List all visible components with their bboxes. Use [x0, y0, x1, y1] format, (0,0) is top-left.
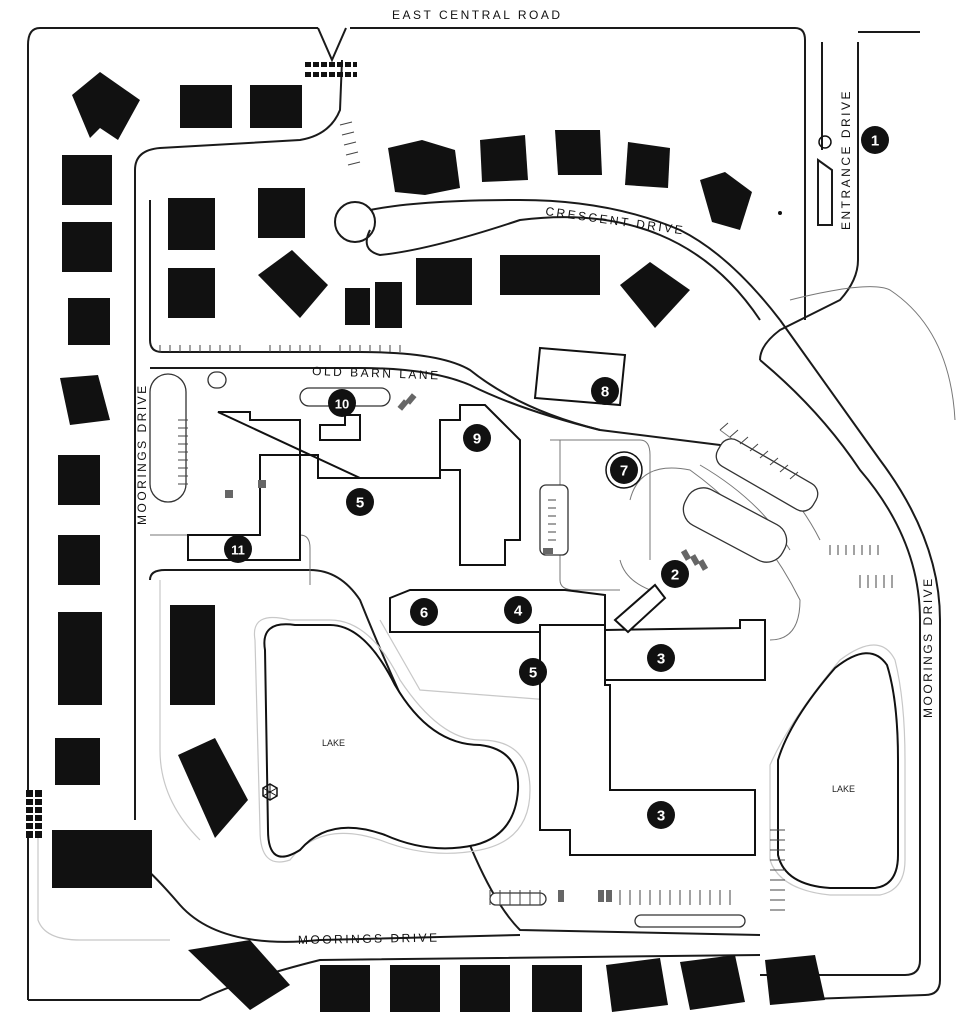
residence	[60, 375, 110, 425]
site-dot	[778, 211, 782, 215]
lakes: LAKE LAKE	[263, 623, 899, 889]
svg-text:5: 5	[356, 495, 364, 512]
marker-3-south[interactable]: 3	[647, 801, 675, 829]
marker-11[interactable]: 11	[224, 535, 252, 563]
numbered-markers: 1 2 3 3 4 5 5 6 7 8 9 10 11	[224, 126, 889, 829]
svg-text:3: 3	[657, 651, 665, 668]
residence	[480, 135, 528, 182]
svg-text:5: 5	[529, 665, 537, 682]
residence	[52, 830, 152, 888]
moorings-drive-east-label: MOORINGS DRIVE	[921, 576, 935, 718]
residential-buildings	[52, 72, 825, 1012]
residence	[416, 258, 472, 305]
residence	[320, 965, 370, 1012]
svg-text:4: 4	[514, 603, 523, 620]
residence	[460, 965, 510, 1012]
svg-text:7: 7	[620, 463, 628, 480]
residence	[765, 955, 825, 1005]
marker-10[interactable]: 10	[328, 389, 356, 417]
entrance-drive-label: ENTRANCE DRIVE	[839, 89, 853, 230]
marker-3-north[interactable]: 3	[647, 644, 675, 672]
residence	[168, 268, 215, 318]
moorings-drive-west-inner	[134, 59, 343, 171]
entrance-drive	[759, 42, 859, 361]
residence	[178, 738, 248, 838]
main-building-north	[217, 404, 521, 566]
lake-west	[263, 623, 520, 858]
svg-text:10: 10	[335, 397, 349, 412]
lake-west-label: LAKE	[322, 738, 345, 748]
moorings-drive-west-label: MOORINGS DRIVE	[135, 383, 149, 525]
residence	[390, 965, 440, 1012]
residence	[68, 298, 110, 345]
marker-7[interactable]: 7	[605, 451, 643, 489]
old-barn-lane-label: OLD BARN LANE	[312, 364, 441, 382]
marker-2[interactable]: 2	[661, 560, 689, 588]
gazebo-icon	[262, 783, 278, 801]
residence	[180, 85, 232, 128]
residence	[680, 955, 745, 1010]
residence	[258, 188, 305, 238]
svg-text:8: 8	[601, 384, 609, 401]
crescent-drive	[365, 216, 761, 321]
marker-5-south[interactable]: 5	[519, 658, 547, 686]
crescent-circle	[334, 201, 376, 243]
residence	[700, 172, 752, 230]
lake-east	[777, 652, 899, 889]
main-campus-buildings	[187, 346, 766, 856]
moorings-drive-west-outer	[27, 27, 41, 1000]
building-10	[319, 414, 361, 441]
svg-text:3: 3	[657, 808, 665, 825]
marker-5-north[interactable]: 5	[346, 488, 374, 516]
building-11	[187, 454, 301, 561]
residence	[620, 262, 690, 328]
residence	[188, 940, 290, 1010]
road-labels: EAST CENTRAL ROAD ENTRANCE DRIVE CRESCEN…	[135, 8, 935, 947]
east-central-road	[40, 27, 806, 320]
residence	[72, 72, 140, 140]
svg-text:2: 2	[671, 567, 679, 584]
svg-text:1: 1	[871, 133, 879, 150]
residence	[168, 198, 215, 250]
residence	[345, 288, 370, 325]
residence	[62, 155, 112, 205]
residence	[388, 140, 460, 195]
moorings-drive-south-label: MOORINGS DRIVE	[298, 931, 440, 947]
residence	[375, 282, 402, 328]
marker-6[interactable]: 6	[410, 598, 438, 626]
entry-canopy	[613, 583, 667, 634]
marker-4[interactable]: 4	[504, 596, 532, 624]
residence	[58, 455, 100, 505]
residence	[555, 130, 602, 175]
building-3-north	[604, 619, 766, 681]
moorings-drive-east	[779, 319, 941, 1001]
residence	[258, 250, 328, 318]
residence	[58, 535, 100, 585]
lake-east-label: LAKE	[832, 784, 855, 794]
residence	[625, 142, 670, 188]
accessible-parking	[225, 393, 709, 902]
road-network	[27, 27, 956, 1001]
marker-1[interactable]: 1	[861, 126, 889, 154]
residence	[500, 255, 600, 295]
residence	[250, 85, 302, 128]
marker-9[interactable]: 9	[463, 424, 491, 452]
residence	[58, 612, 102, 705]
svg-text:9: 9	[473, 431, 481, 448]
residence	[55, 738, 100, 785]
svg-text:6: 6	[420, 605, 428, 622]
crosswalk-icon	[26, 62, 357, 838]
parking-stalls	[159, 121, 893, 911]
residence	[606, 958, 668, 1012]
marker-8[interactable]: 8	[591, 377, 619, 405]
residence	[62, 222, 112, 272]
residence	[532, 965, 582, 1012]
entrance-sign-icon	[818, 135, 832, 149]
svg-text:11: 11	[231, 543, 245, 558]
residence	[170, 605, 215, 705]
east-central-road-label: EAST CENTRAL ROAD	[392, 8, 563, 22]
old-barn-lane	[150, 367, 601, 431]
